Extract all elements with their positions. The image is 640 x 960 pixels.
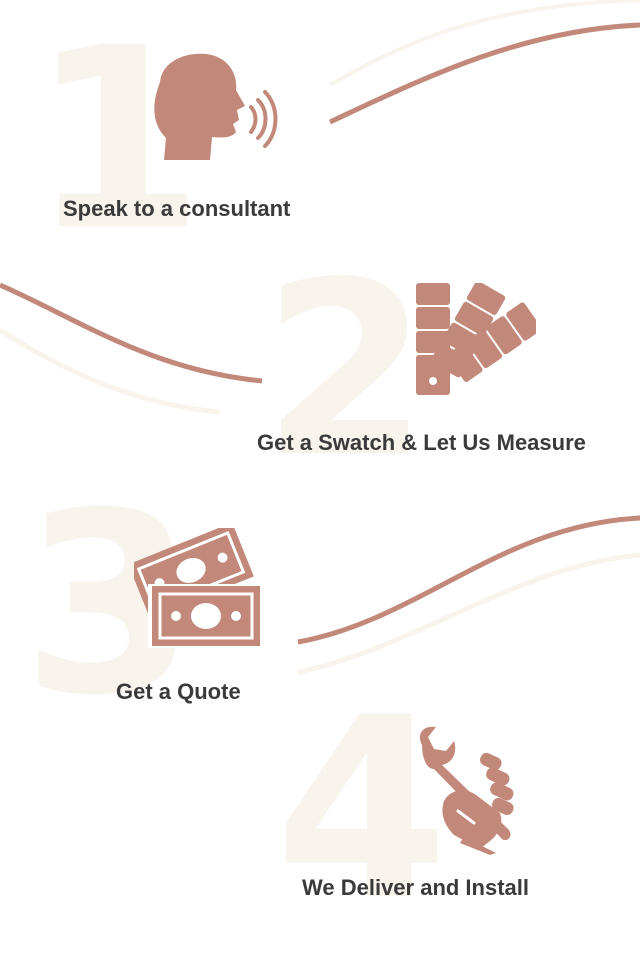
step-3-label: Get a Quote <box>116 679 241 704</box>
wrench-hand-icon <box>419 726 514 855</box>
step-2-label: Get a Swatch & Let Us Measure <box>257 430 586 455</box>
step-1-label: Speak to a consultant <box>63 196 291 221</box>
step-number-2: 2 <box>262 230 429 510</box>
step-2-icon <box>416 281 542 410</box>
step-3-icon <box>128 522 266 655</box>
step-4-icon <box>414 725 538 860</box>
speaking-head-icon <box>154 53 278 160</box>
step-4-label: We Deliver and Install <box>302 875 530 900</box>
color-swatch-icon <box>416 281 542 395</box>
step-number-4: 4 <box>275 664 449 955</box>
step-1-icon <box>148 52 283 169</box>
money-bills-icon <box>128 522 262 648</box>
